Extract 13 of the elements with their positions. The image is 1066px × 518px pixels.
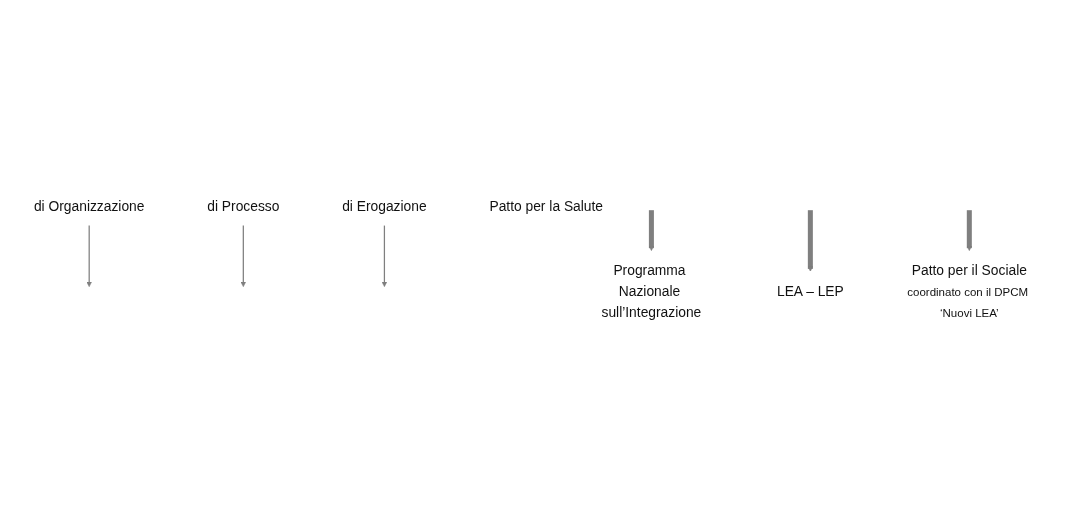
arrow <box>966 210 973 252</box>
node-text: Programma Nazionale sull’Integrazione <box>601 262 702 320</box>
arrow <box>240 225 247 288</box>
node-text: Patto per il Sociale coordinato con il DPCM ‘Nuovi LEA’ <box>907 262 1029 320</box>
node-text: Patto per la Salute <box>489 198 604 214</box>
node-text: di Processo <box>207 198 280 214</box>
node-text: di Organizzazione <box>33 198 145 214</box>
arrow <box>807 210 814 272</box>
node-text: di Erogazione <box>342 198 427 214</box>
node-text: LEA – LEP <box>776 283 844 300</box>
arrow <box>381 225 388 288</box>
arrow <box>648 210 655 252</box>
arrow <box>86 225 92 288</box>
